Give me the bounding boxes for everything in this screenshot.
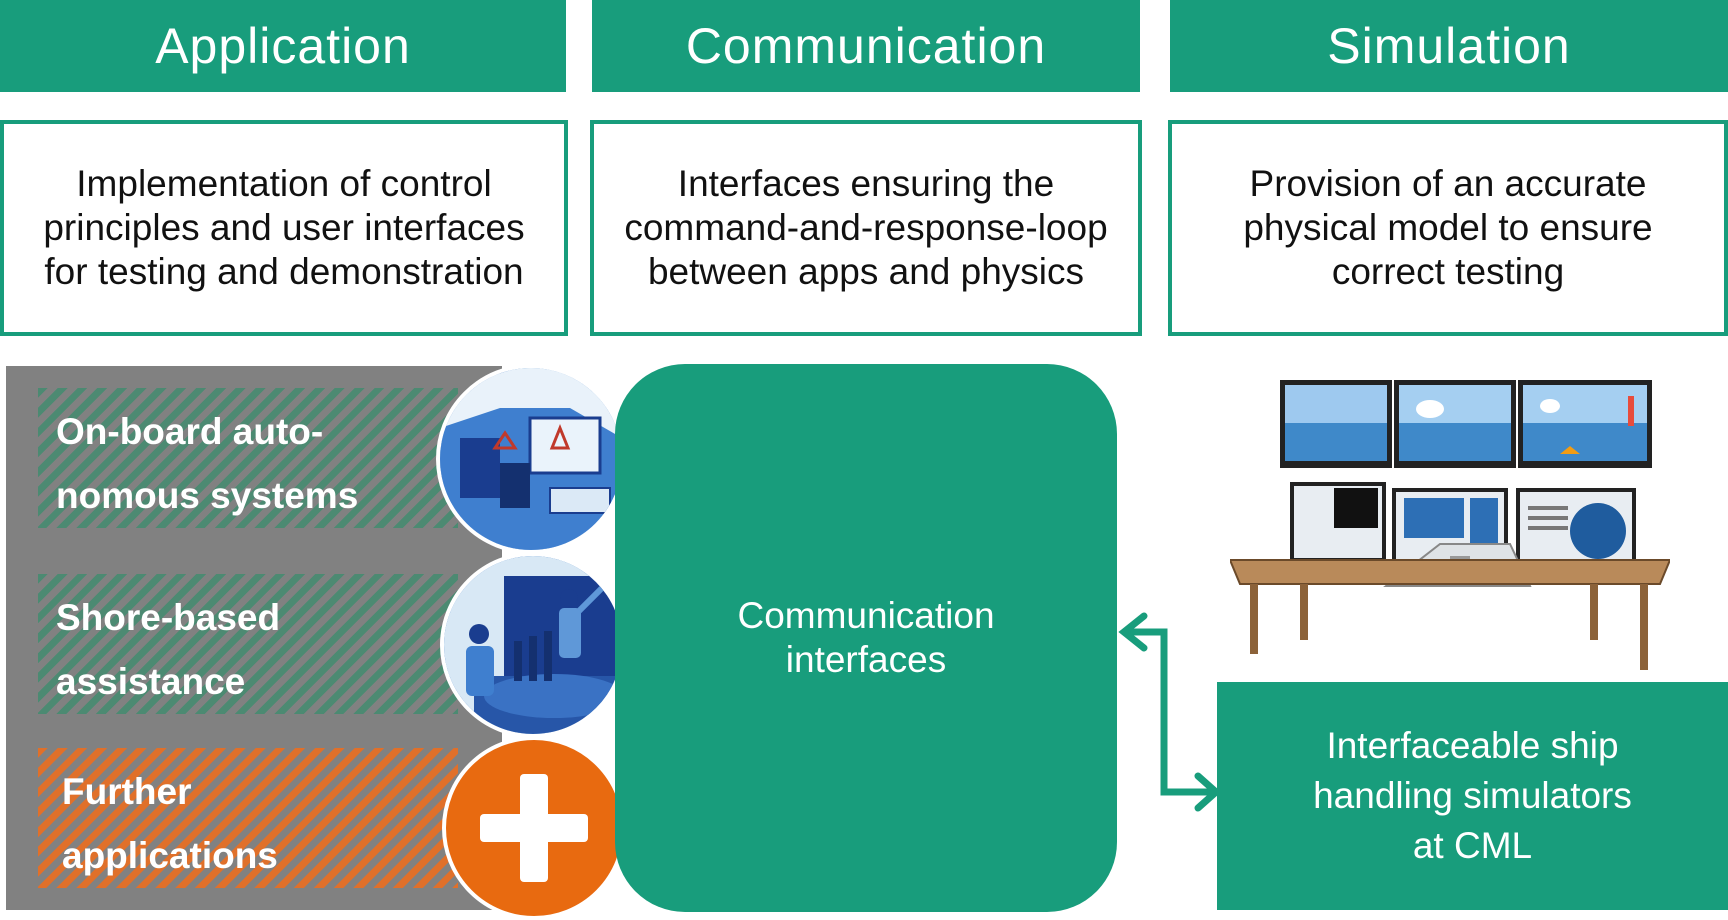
bidirectional-arrow [1118,612,1222,812]
application-further: Further applications [38,748,458,888]
description-communication: Interfaces ensuring the command-and-resp… [590,120,1142,336]
ship-bridge-icon [436,364,626,554]
shore-control-center-icon [440,552,626,738]
description-simulation-text: Provision of an accurate physical model … [1243,163,1653,292]
description-application: Implementation of control principles and… [0,120,568,336]
description-application-text: Implementation of control principles and… [43,163,525,292]
header-simulation: Simulation [1170,0,1728,92]
communication-interfaces-label: Communication interfaces [737,595,995,680]
header-application: Application [0,0,566,92]
description-simulation: Provision of an accurate physical model … [1168,120,1728,336]
simulator-workstation-icon [1230,380,1670,670]
plus-icon [442,736,626,920]
ship-handling-simulators-box: Interfaceable ship handling simulators a… [1217,682,1728,910]
description-communication-text: Interfaces ensuring the command-and-resp… [624,163,1108,292]
ship-handling-simulators-label: Interfaceable ship handling simulators a… [1313,725,1632,866]
application-shore: Shore-based assistance [38,574,458,714]
header-communication: Communication [592,0,1140,92]
communication-interfaces-box: Communication interfaces [615,364,1117,912]
application-onboard: On-board auto- nomous systems [38,388,458,528]
